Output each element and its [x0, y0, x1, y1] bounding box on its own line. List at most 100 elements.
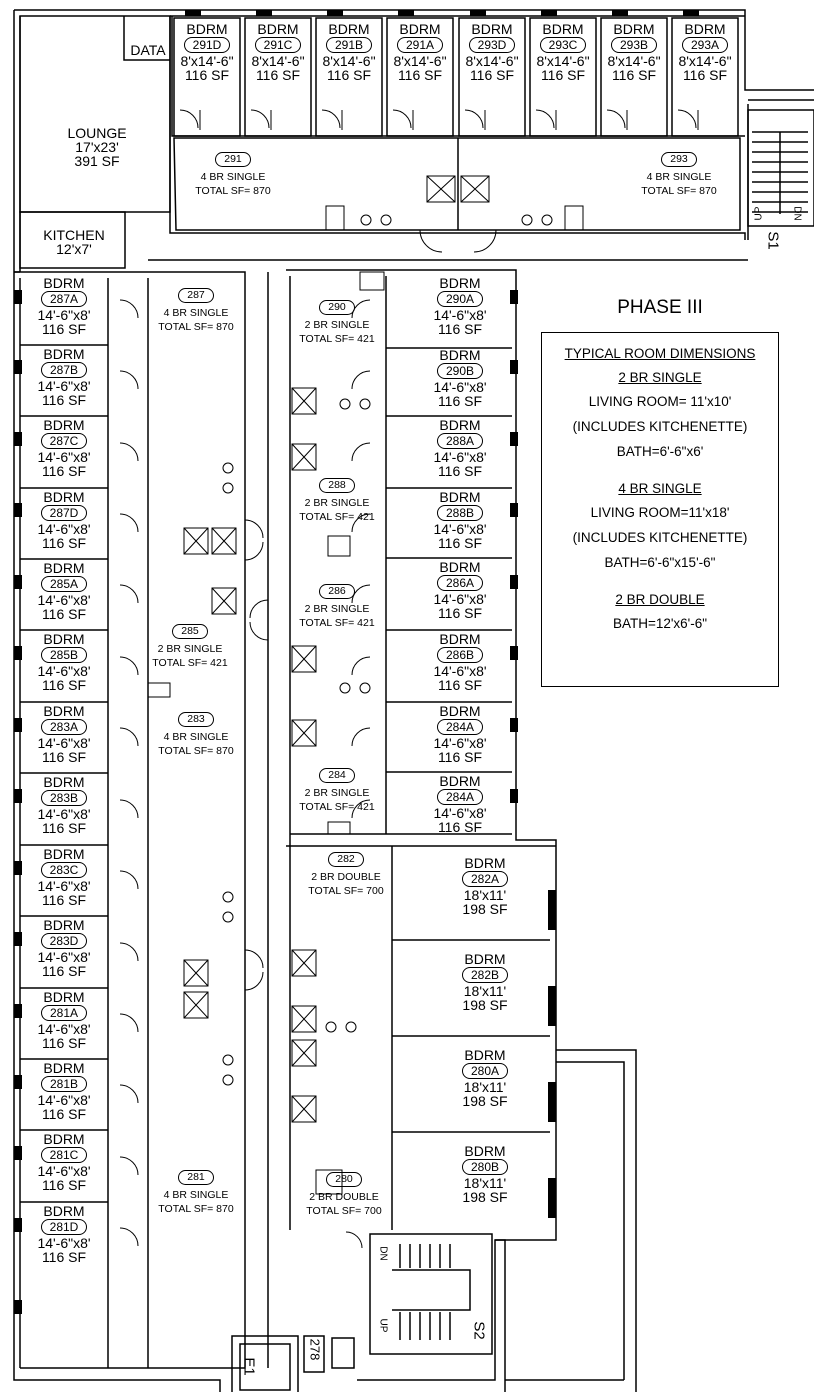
suite-total-sf: TOTAL SF= 870: [158, 745, 234, 757]
bedroom-label: BDRM: [464, 951, 506, 967]
suite-type: 2 BR SINGLE: [304, 602, 370, 615]
bedroom-label: BDRM: [43, 417, 85, 433]
suite-total-sf: TOTAL SF= 421: [299, 511, 375, 523]
bedroom-area: 116 SF: [437, 393, 483, 409]
bedroom-label: BDRM: [43, 774, 85, 790]
bedroom-dim: 18'x11': [463, 887, 507, 903]
elevator-label: E1: [240, 1357, 258, 1376]
bedroom-dim: 14'-6"x8': [37, 449, 91, 465]
suite-type: 4 BR SINGLE: [163, 730, 229, 743]
legend-line: BATH=6'-6"x15'-6": [604, 555, 716, 570]
bedroom-number: 285B: [40, 647, 88, 663]
bedroom-number: 291D: [183, 37, 231, 53]
phase-title: PHASE III: [617, 297, 703, 318]
bedroom-number: 284A: [436, 719, 484, 735]
kitchen-label: KITCHEN 12'x7': [24, 228, 124, 256]
bedroom-number: 283A: [40, 719, 88, 735]
suite-type: 4 BR SINGLE: [200, 170, 266, 183]
suite-type: 4 BR SINGLE: [163, 306, 229, 319]
legend-section-title: 2 BR DOUBLE: [615, 592, 705, 607]
bedroom-dim: 14'-6"x8': [433, 663, 487, 679]
bedroom-label: BDRM: [439, 773, 481, 789]
bedroom-dim: 14'-6"x8': [433, 591, 487, 607]
bedroom-area: 116 SF: [255, 67, 301, 83]
bedroom-area: 116 SF: [437, 535, 483, 551]
bedroom-dim: 14'-6"x8': [37, 806, 91, 822]
dimensions-legend: TYPICAL ROOM DIMENSIONS 2 BR SINGLE LIVI…: [541, 332, 779, 687]
legend-line: (INCLUDES KITCHENETTE): [572, 419, 748, 434]
bedroom-area: 116 SF: [437, 321, 483, 337]
bedroom-area: 116 SF: [41, 677, 87, 693]
bedroom-number: 284A: [436, 789, 484, 805]
bedroom-area: 116 SF: [41, 749, 87, 765]
suite-total-sf: TOTAL SF= 421: [152, 657, 228, 669]
bedroom-dim: 8'x14'-6": [678, 53, 732, 69]
legend-section-2br-double: 2 BR DOUBLE BATH=12'x6'-6": [542, 592, 778, 631]
stair-s2-label: S2: [470, 1321, 488, 1340]
bedroom-number: 293B: [610, 37, 658, 53]
bedroom-dim: 8'x14'-6": [393, 53, 447, 69]
bedroom-label: BDRM: [684, 21, 726, 37]
bedroom-dim: 14'-6"x8': [37, 878, 91, 894]
bedroom-area: 198 SF: [462, 1189, 508, 1205]
bedroom-dim: 8'x14'-6": [180, 53, 234, 69]
legend-line: (INCLUDES KITCHENETTE): [572, 530, 748, 545]
bedroom-label: BDRM: [43, 489, 85, 505]
suite-number: 293: [661, 152, 697, 167]
bedroom-dim: 14'-6"x8': [433, 735, 487, 751]
bedroom-label: BDRM: [43, 631, 85, 647]
suite-total-sf: TOTAL SF= 870: [641, 185, 717, 197]
bedroom-dim: 14'-6"x8': [37, 307, 91, 323]
bedroom-label: BDRM: [43, 1060, 85, 1076]
bedroom-number: 282A: [461, 871, 509, 887]
suite-total-sf: TOTAL SF= 421: [299, 617, 375, 629]
bedroom-label: BDRM: [399, 21, 441, 37]
suite-number: 281: [178, 1170, 214, 1185]
data-room-label: DATA: [130, 42, 166, 58]
bedroom-dim: 18'x11': [463, 1175, 507, 1191]
bedroom-dim: 8'x14'-6": [465, 53, 519, 69]
bedroom-area: 116 SF: [437, 749, 483, 765]
suite-number: 282: [328, 852, 364, 867]
bedroom-area: 198 SF: [462, 997, 508, 1013]
bedroom-dim: 14'-6"x8': [37, 521, 91, 537]
bedroom-number: 287C: [40, 433, 88, 449]
bedroom-area: 116 SF: [41, 321, 87, 337]
bedroom-label: BDRM: [464, 855, 506, 871]
suite-type: 2 BR SINGLE: [304, 786, 370, 799]
legend-section-2br-single: 2 BR SINGLE LIVING ROOM= 11'x10' (INCLUD…: [542, 370, 778, 459]
suite-number: 288: [319, 478, 355, 493]
suite-number: 286: [319, 584, 355, 599]
suite-number: 290: [319, 300, 355, 315]
bedroom-label: BDRM: [439, 631, 481, 647]
bedroom-area: 116 SF: [397, 67, 443, 83]
bedroom-dim: 14'-6"x8': [37, 378, 91, 394]
bedroom-label: BDRM: [186, 21, 228, 37]
suite-total-sf: TOTAL SF= 870: [158, 321, 234, 333]
bedroom-dim: 8'x14'-6": [251, 53, 305, 69]
room-278-label: 278: [307, 1338, 323, 1361]
bedroom-area: 116 SF: [469, 67, 515, 83]
bedroom-dim: 14'-6"x8': [37, 592, 91, 608]
suite-total-sf: TOTAL SF= 870: [158, 1203, 234, 1215]
bedroom-number: 280B: [461, 1159, 509, 1175]
bedroom-area: 116 SF: [41, 535, 87, 551]
legend-section-4br-single: 4 BR SINGLE LIVING ROOM=11'x18' (INCLUDE…: [542, 481, 778, 570]
bedroom-dim: 14'-6"x8': [433, 805, 487, 821]
bedroom-label: BDRM: [43, 989, 85, 1005]
bedroom-area: 116 SF: [41, 463, 87, 479]
